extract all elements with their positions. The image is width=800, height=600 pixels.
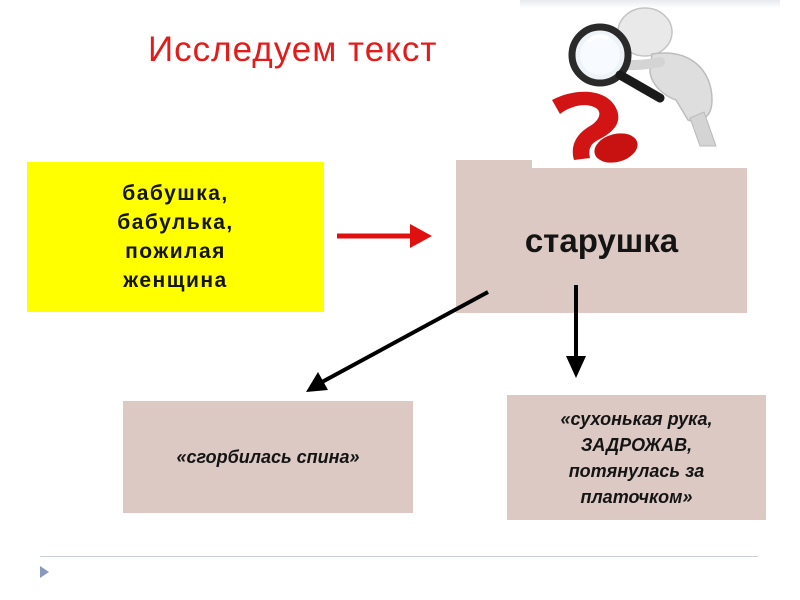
- source-words-box: бабушка, бабулька, пожилая женщина: [27, 162, 324, 312]
- black-arrow-diagonal: [306, 290, 489, 392]
- quote-box-right: «сухонькая рука, ЗАДРОЖАВ, потянулась за…: [507, 395, 766, 520]
- question-mark-icon: [552, 91, 638, 163]
- top-edge-shadow: [520, 0, 780, 8]
- magnifier-figure-icon: [568, 7, 717, 147]
- red-arrow: [337, 224, 432, 248]
- footer-divider: [40, 556, 758, 557]
- center-box-tab: [456, 160, 532, 169]
- nav-triangle-icon[interactable]: [40, 566, 49, 578]
- quote-box-left: «сгорбилась спина»: [123, 401, 413, 513]
- center-word-box: старушка: [456, 168, 747, 313]
- black-arrow-down: [566, 285, 586, 378]
- page-title: Исследуем текст: [148, 30, 438, 69]
